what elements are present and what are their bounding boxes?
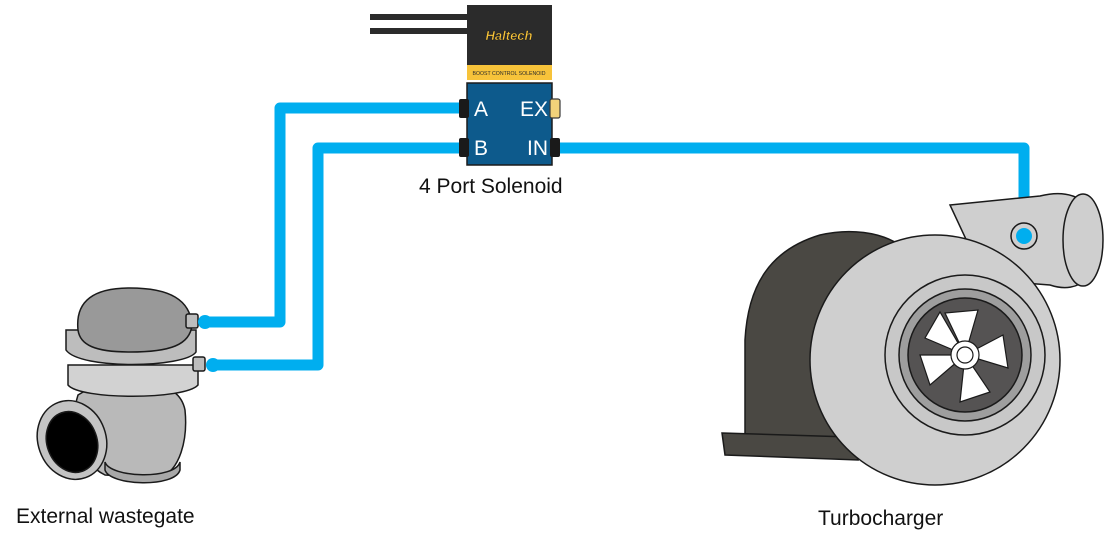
compressor-wheel [919,309,1009,403]
external-wastegate [36,287,206,484]
turbocharger-label: Turbocharger [818,507,944,530]
port-in-fitting [550,138,560,157]
boost-control-solenoid: Haltech BOOST CONTROL SOLENOID A B EX IN [370,5,561,166]
solenoid-brand-logo: Haltech [486,28,533,43]
port-ex-label: EX [520,98,548,121]
compressor-outlet-flange [1062,193,1104,287]
port-a-label: A [474,98,488,121]
wastegate-top-hose-end [198,315,212,329]
wastegate-lower-hose-end [206,358,220,372]
turbo-hose-end [1016,228,1032,244]
solenoid-label-band [467,65,552,80]
wastegate-dome [77,287,193,353]
turbocharger [721,192,1104,486]
wastegate-lower-port-nut [192,356,206,372]
wastegate-label: External wastegate [16,505,195,528]
hose-port-a-to-wastegate [199,102,468,328]
hose-port-b-to-wastegate [207,142,468,371]
solenoid-body [466,82,553,166]
port-b-label: B [474,137,488,160]
port-b-fitting [459,138,469,157]
hose-port-in-to-turbo [549,142,1030,242]
wastegate-bottom-flange [104,461,181,484]
port-ex-fitting [549,98,561,119]
solenoid-cap [467,5,552,65]
port-a-fitting [459,99,469,118]
wastegate-lower-ring [67,364,199,397]
port-in-label: IN [527,137,548,160]
solenoid-wire [370,14,470,20]
solenoid-wire [370,28,470,34]
solenoid-label: 4 Port Solenoid [419,175,563,198]
turbine-flange [721,432,860,461]
wastegate-top-port-nut [185,313,199,329]
wastegate-inlet-opening [45,410,99,474]
solenoid-band-text: BOOST CONTROL SOLENOID [473,71,546,77]
